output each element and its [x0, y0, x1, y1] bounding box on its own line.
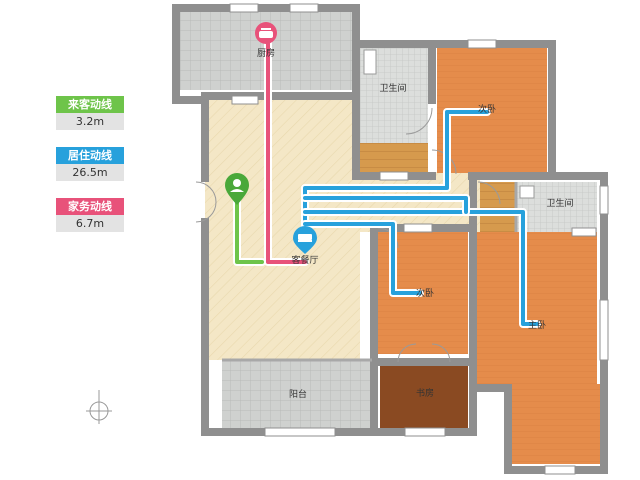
study-floor: [380, 366, 468, 428]
master-closet-floor: [512, 384, 602, 464]
living-route: [301, 108, 541, 328]
bedroom2b-label: 次卧: [416, 287, 434, 299]
kitchen-label: 厨房: [257, 47, 275, 59]
compass-icon: [86, 390, 112, 424]
legend-guest-value: 3.2m: [56, 113, 124, 130]
doors: [195, 107, 501, 363]
living-label: 客餐厅: [291, 254, 318, 266]
master-label: 主卧: [528, 319, 546, 331]
bedroom2a-label: 次卧: [478, 103, 496, 115]
legend-guest-route: 来客动线 3.2m: [56, 96, 124, 130]
thin-walls: [222, 182, 518, 362]
guest-route: [233, 191, 266, 266]
legend-living-label: 居住动线: [56, 147, 124, 164]
legend-housework-value: 6.7m: [56, 215, 124, 232]
master-floor: [477, 232, 597, 384]
bath1-label: 卫生间: [379, 82, 406, 94]
bath2-label: 卫生间: [546, 197, 573, 209]
legend-housework-route: 家务动线 6.7m: [56, 198, 124, 232]
study-label: 书房: [416, 387, 434, 399]
sofa-icon: [293, 226, 317, 254]
pot-icon: [255, 22, 277, 44]
legend-housework-label: 家务动线: [56, 198, 124, 215]
windows: [229, 3, 609, 475]
housework-route: [264, 38, 309, 266]
toilet-icon: [363, 49, 377, 75]
bath2-wood: [480, 182, 517, 232]
legend-living-route: 居住动线 26.5m: [56, 147, 124, 181]
person-pin-icon: [225, 173, 249, 205]
balcony-floor: [222, 360, 372, 428]
bath1-cabinet-floor: [360, 143, 428, 173]
sink-icon: [519, 185, 535, 199]
balcony-label: 阳台: [289, 388, 307, 400]
legend-guest-label: 来客动线: [56, 96, 124, 113]
legend-living-value: 26.5m: [56, 164, 124, 181]
